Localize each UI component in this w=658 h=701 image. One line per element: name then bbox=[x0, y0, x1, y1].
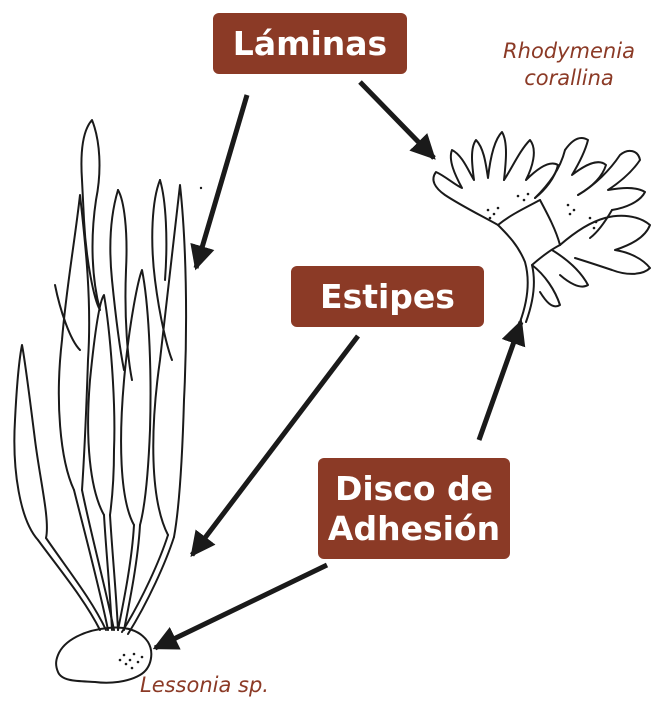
arrow-laminas-to-rhodymenia bbox=[360, 82, 434, 158]
species-lessonia: Lessonia sp. bbox=[140, 672, 290, 699]
arrow-disco-to-lessonia bbox=[155, 565, 327, 648]
label-laminas-text: Láminas bbox=[233, 24, 387, 64]
arrow-disco-to-rhodymenia bbox=[479, 322, 521, 440]
speck bbox=[200, 187, 202, 189]
lessonia-blade bbox=[153, 185, 186, 537]
species-rhodymenia: Rhodymenia corallina bbox=[480, 38, 658, 92]
rhodymenia-frond bbox=[578, 151, 645, 210]
lessonia-blade bbox=[110, 190, 124, 370]
lessonia-spores bbox=[119, 653, 144, 670]
rhodymenia-frond bbox=[540, 200, 560, 245]
rhodymenia-frond bbox=[433, 132, 506, 225]
species-rhodymenia-line2: corallina bbox=[480, 65, 658, 92]
arrow-laminas-to-lessonia bbox=[196, 95, 247, 268]
lessonia-blade bbox=[81, 120, 100, 310]
lessonia-blade bbox=[14, 345, 47, 540]
rhodymenia-stipe bbox=[498, 225, 528, 322]
rhodymenia-frond bbox=[532, 265, 560, 306]
rhodymenia-frond bbox=[504, 140, 558, 198]
rhodymenia-frond bbox=[552, 250, 588, 287]
lessonia-drawing bbox=[14, 120, 186, 683]
label-disco-line2: Adhesión bbox=[328, 509, 500, 549]
rhodymenia-frond bbox=[498, 200, 540, 225]
label-laminas: Láminas bbox=[213, 13, 407, 74]
species-rhodymenia-line1: Rhodymenia bbox=[480, 38, 658, 65]
lessonia-blade bbox=[160, 180, 166, 280]
label-estipes: Estipes bbox=[291, 266, 484, 327]
label-disco-line1: Disco de bbox=[335, 469, 493, 509]
rhodymenia-frond bbox=[590, 210, 612, 238]
label-disco-adhesion: Disco de Adhesión bbox=[318, 458, 510, 559]
lessonia-stipe bbox=[122, 535, 168, 632]
lessonia-blade bbox=[88, 295, 114, 515]
rhodymenia-spores bbox=[487, 193, 598, 230]
lessonia-holdfast bbox=[56, 628, 151, 683]
label-estipes-text: Estipes bbox=[320, 277, 455, 317]
